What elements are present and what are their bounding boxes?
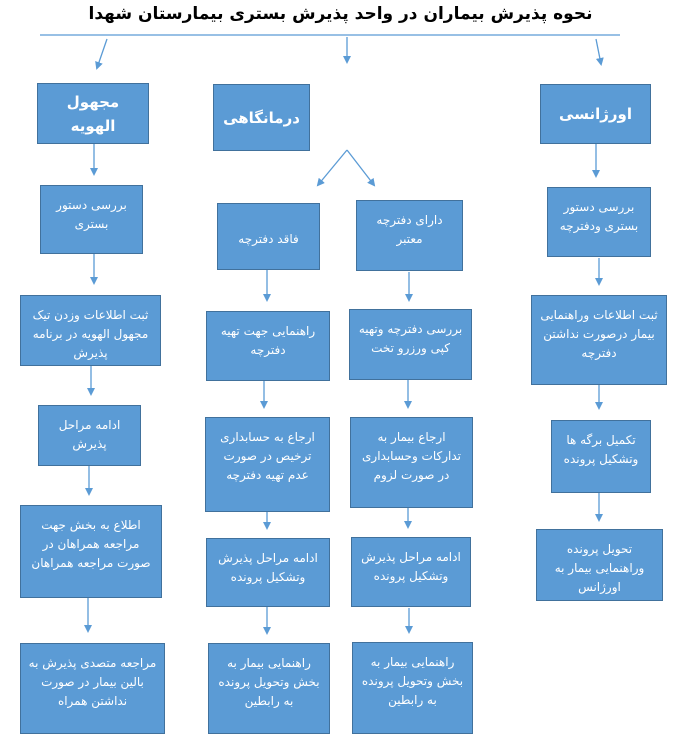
unknown-step-2: ثبت اطلاعات وزدن تیک مجهول الهویه در برن…	[20, 295, 161, 366]
emergency-step-1: بررسی دستور بستری ودفترچه	[547, 187, 651, 257]
clinic-no-booklet-step-1: راهنمایی جهت تهیه دفترچه	[206, 311, 330, 381]
clinic-no-booklet-head: فاقد دفترچه	[217, 203, 320, 270]
clinic-with-booklet-step-3: ادامه مراحل پذیرش وتشکیل پرونده	[351, 537, 471, 607]
clinic-no-booklet-step-2: ارجاع به حسابداری ترخیص در صورت عدم تهیه…	[205, 417, 330, 512]
head-unknown-identity: مجهول الهویه	[37, 83, 149, 144]
clinic-with-booklet-step-2: ارجاع بیمار به تدارکات وحسابداری در صورت…	[350, 417, 473, 508]
clinic-with-booklet-head: دارای دفترچه معتبر	[356, 200, 463, 271]
clinic-no-booklet-step-4: راهنمایی بیمار به بخش وتحویل پرونده به ر…	[208, 643, 330, 734]
unknown-step-1: بررسی دستور بستری	[40, 185, 143, 254]
clinic-with-booklet-step-1: بررسی دفترچه وتهیه کپی ورزرو تخت	[349, 309, 472, 380]
emergency-step-4: تحویل پرونده وراهنمایی بیمار به اورژانس	[536, 529, 663, 601]
clinic-no-booklet-step-3: ادامه مراحل پذیرش وتشکیل پرونده	[206, 538, 330, 607]
head-clinic: درمانگاهی	[213, 84, 310, 151]
unknown-step-3: ادامه مراحل پذیرش	[38, 405, 141, 466]
head-emergency: اورژانسی	[540, 84, 651, 144]
unknown-step-4: اطلاع به بخش جهت مراجعه همراهان در صورت …	[20, 505, 162, 598]
unknown-step-5: مراجعه متصدی پذیرش به بالین بیمار در صور…	[20, 643, 165, 734]
clinic-with-booklet-step-4: راهنمایی بیمار به بخش وتحویل پرونده به ر…	[352, 642, 473, 734]
emergency-step-3: تکمیل برگه ها وتشکیل پرونده	[551, 420, 651, 493]
emergency-step-2: ثبت اطلاعات وراهنمایی بیمار درصورت نداشت…	[531, 295, 667, 385]
page-title: نحوه پذیرش بیماران در واحد پذیرش بستری ب…	[88, 4, 593, 24]
